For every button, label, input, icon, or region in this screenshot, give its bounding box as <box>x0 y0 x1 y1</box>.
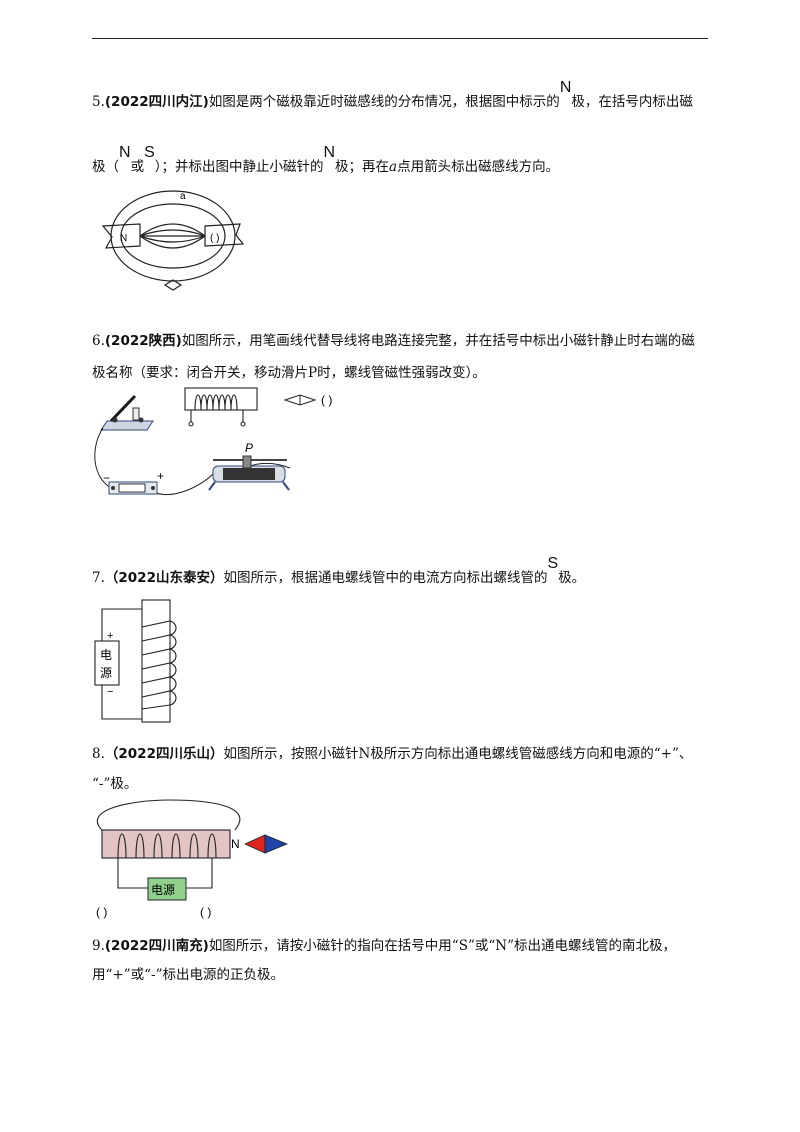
header-rule <box>92 38 708 39</box>
needle-south-half <box>264 834 289 854</box>
q7-minus: − <box>107 686 113 698</box>
q9-line1: 9.(2022四川南充)如图所示，请按小磁针的指向在括号中用“S”或“N”标出通… <box>92 938 676 954</box>
q7-source: （2022山东泰安） <box>104 570 224 586</box>
battery-icon <box>108 481 158 495</box>
magnetic-field-line <box>96 799 241 831</box>
q8-figure: 电源 N ( ) ( ) <box>96 799 289 919</box>
rheostat-label-p: P <box>245 441 253 455</box>
q5-number: 5. <box>92 94 105 110</box>
q5-source: (2022四川内江) <box>104 94 209 110</box>
battery-plus: + <box>157 469 164 483</box>
q5-line1: 5.(2022四川内江)如图是两个磁极靠近时磁感线的分布情况，根据图中标示的N极… <box>92 79 693 110</box>
battery-minus: − <box>103 471 110 485</box>
q5-option-s: S <box>144 144 155 161</box>
solenoid-coils <box>117 833 217 859</box>
q9-line2: 用“+”或“-”标出电源的正负极。 <box>92 967 284 983</box>
q7-source-char1: 电 <box>100 648 112 662</box>
q6-bracket: ( ) <box>321 393 332 407</box>
rheostat-icon <box>208 455 290 491</box>
q5-figure-bracket: ( ) <box>210 233 219 244</box>
q6-source: (2022陕西) <box>104 333 182 349</box>
q6-figure: ( ) − + P <box>94 387 332 496</box>
solenoid-icon <box>184 387 258 427</box>
q8-source: （2022四川乐山） <box>104 746 224 762</box>
switch-icon <box>100 394 154 431</box>
q7-source-char2: 源 <box>100 666 112 680</box>
q5-figure-label-n: N <box>120 233 127 244</box>
q8-label-n: N <box>231 837 240 851</box>
q5-option-n: N <box>119 144 131 161</box>
q8-line1: 8.（2022四川乐山）如图所示，按照小磁针N极所示方向标出通电螺线管磁感线方向… <box>92 746 693 762</box>
q8-bracket-left: ( ) <box>96 905 107 919</box>
q5-pole-n: N <box>559 79 572 96</box>
q5-figure: a N ( ) <box>101 190 245 291</box>
q7-figure: + 电 源 − <box>94 599 177 723</box>
q5-figure-label-a: a <box>180 191 186 202</box>
q8-bracket-right: ( ) <box>200 905 211 919</box>
q5-point-a: a <box>389 159 398 175</box>
q7-line1: 7.（2022山东泰安）如图所示，根据通电螺线管中的电流方向标出螺线管的S极。 <box>92 555 586 586</box>
power-source <box>147 877 187 901</box>
q6-line2: 极名称（要求：闭合开关，移动滑片P时，螺线管磁性强弱改变）。 <box>92 365 486 381</box>
q6-line1: 6.(2022陕西)如图所示，用笔画线代替导线将电路连接完整，并在括号中标出小磁… <box>92 333 695 349</box>
needle-north-half <box>244 834 266 854</box>
q7-pole-s: S <box>547 555 559 572</box>
q5-line2: 极（N或S）；并标出图中静止小磁针的N极；再在a点用箭头标出磁感线方向。 <box>92 144 560 175</box>
q9-source: (2022四川南充) <box>104 938 209 954</box>
q7-plus: + <box>107 630 113 642</box>
q8-line2: “-”极。 <box>92 776 138 792</box>
power-source-label: 电源 <box>151 883 175 897</box>
